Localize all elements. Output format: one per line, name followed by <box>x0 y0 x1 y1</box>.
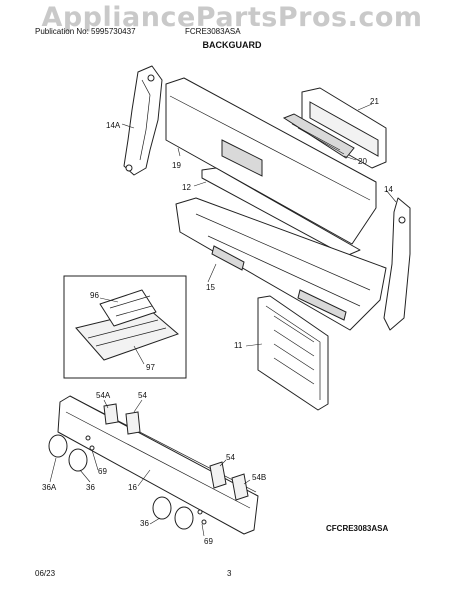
callout-21: 21 <box>370 97 379 106</box>
callout-20: 20 <box>358 157 367 166</box>
callout-54A: 54A <box>96 391 111 400</box>
callout-36: 36 <box>86 483 95 492</box>
callout-36-lower: 36 <box>140 519 149 528</box>
publication-number: Publication No: 5995730437 <box>35 27 136 36</box>
callout-14: 14 <box>384 185 393 194</box>
control-board <box>282 113 355 159</box>
callout-69-lower: 69 <box>204 537 213 546</box>
control-lens <box>301 87 387 169</box>
switch-pair-upper <box>103 403 141 435</box>
switch-pair-lower <box>209 461 249 501</box>
leader-lines <box>49 103 397 537</box>
right-end-bracket <box>383 197 411 331</box>
knobs-left <box>48 434 88 472</box>
footer-date: 06/23 <box>35 569 56 578</box>
callout-54: 54 <box>138 391 147 400</box>
callout-54B: 54B <box>252 473 266 482</box>
diagram-code: CFCRE3083ASA <box>326 524 389 533</box>
callout-54-right: 54 <box>226 453 235 462</box>
knobs-right <box>152 496 194 530</box>
rear-cover <box>257 295 329 411</box>
page-title: BACKGUARD <box>202 40 262 50</box>
callout-36A: 36A <box>42 483 57 492</box>
callout-69: 69 <box>98 467 107 476</box>
callout-16: 16 <box>128 483 137 492</box>
callout-97: 97 <box>146 363 155 372</box>
callout-15: 15 <box>206 283 215 292</box>
callout-11: 11 <box>234 341 243 350</box>
trim-strip <box>201 167 361 257</box>
callout-12: 12 <box>182 183 191 192</box>
page-number: 3 <box>227 569 232 578</box>
relay-inset <box>63 275 187 379</box>
model-number: FCRE3083ASA <box>185 27 241 36</box>
callout-96: 96 <box>90 291 99 300</box>
callout-14A: 14A <box>106 121 121 130</box>
watermark: AppliancePartsPros.com <box>41 2 423 33</box>
callout-19: 19 <box>172 161 181 170</box>
backguard-panel <box>165 77 377 245</box>
left-end-bracket <box>123 65 163 176</box>
backguard-tray <box>175 197 387 331</box>
